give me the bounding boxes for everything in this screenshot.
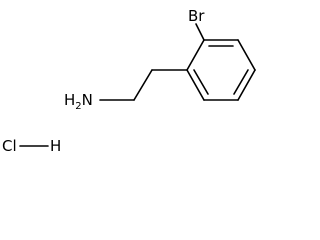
ring-bond-upper-left bbox=[186, 39, 205, 71]
ring-double-bond-left bbox=[193, 69, 209, 95]
ring-bond-upper-right bbox=[237, 39, 256, 71]
hydrogen-label: H bbox=[50, 137, 61, 155]
ring-bond-lower-left bbox=[186, 69, 205, 101]
ch2-to-ch2-bond bbox=[133, 69, 153, 101]
amine-label: H2N bbox=[64, 91, 93, 112]
chlorine-label: Cl bbox=[2, 137, 17, 155]
ring-bond-lower-right bbox=[237, 69, 256, 101]
carbon-bromine-bond bbox=[195, 23, 205, 41]
bromine-label: Br bbox=[188, 7, 205, 25]
ring-double-bond-right bbox=[233, 69, 249, 95]
chemical-structure: Br H2N Cl H bbox=[2, 7, 256, 155]
benzene-ring bbox=[186, 39, 256, 101]
